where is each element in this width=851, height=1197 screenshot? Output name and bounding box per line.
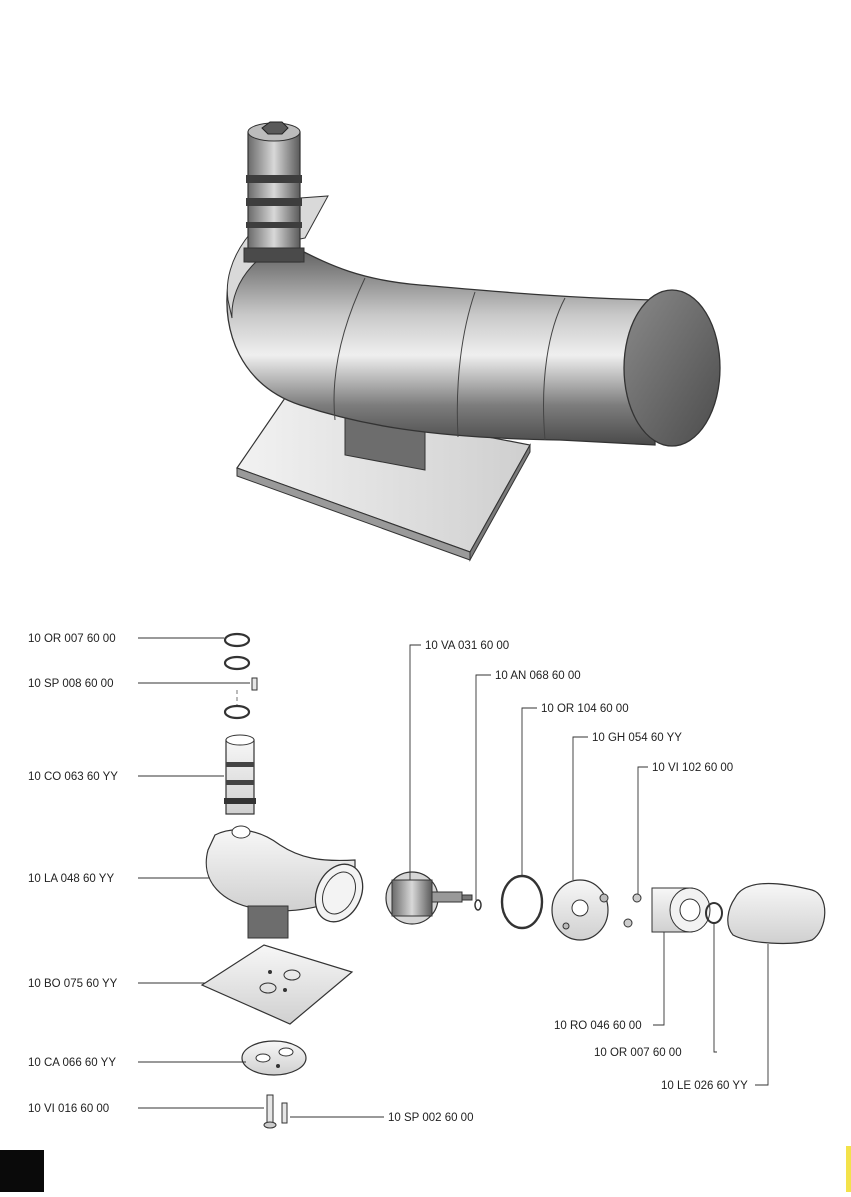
page-edge-mark bbox=[846, 1146, 851, 1192]
screw-vi102-lower bbox=[624, 919, 632, 927]
snap-ring bbox=[475, 900, 481, 910]
o-ring-second bbox=[225, 657, 249, 669]
label-or-007-bottom: 10 OR 007 60 00 bbox=[594, 1047, 682, 1059]
exploded-view bbox=[138, 634, 825, 1128]
screw-vi016 bbox=[264, 1095, 276, 1128]
lever-cap bbox=[728, 883, 825, 943]
label-bo-075: 10 BO 075 60 YY bbox=[28, 978, 118, 990]
end-cap bbox=[624, 290, 720, 446]
cartridge-stem bbox=[244, 122, 304, 262]
label-an-068: 10 AN 068 60 00 bbox=[495, 670, 581, 682]
label-vi-016: 10 VI 016 60 00 bbox=[28, 1103, 109, 1115]
valve-cartridge bbox=[386, 872, 472, 924]
page-corner-block bbox=[0, 1150, 44, 1192]
cartridge-exploded bbox=[224, 735, 256, 814]
label-vi-102: 10 VI 102 60 00 bbox=[652, 762, 733, 774]
base-plate-exploded bbox=[202, 945, 352, 1024]
label-ro-046: 10 RO 046 60 00 bbox=[554, 1020, 642, 1032]
assembled-faucet-render bbox=[227, 122, 720, 560]
guide-holder bbox=[552, 880, 608, 940]
label-or-007-top: 10 OR 007 60 00 bbox=[28, 633, 116, 645]
label-sp-008: 10 SP 008 60 00 bbox=[28, 678, 113, 690]
part-labels: 10 OR 007 60 00 10 SP 008 60 00 10 CO 06… bbox=[28, 633, 748, 1124]
label-la-048: 10 LA 048 60 YY bbox=[28, 873, 114, 885]
spout-body-exploded bbox=[206, 826, 371, 938]
label-or-104: 10 OR 104 60 00 bbox=[541, 703, 629, 715]
spring-pin-sp002 bbox=[282, 1103, 287, 1123]
spring-pin-small bbox=[252, 678, 257, 690]
clamp-disc bbox=[242, 1041, 306, 1075]
label-co-063: 10 CO 063 60 YY bbox=[28, 771, 118, 783]
label-ca-066: 10 CA 066 60 YY bbox=[28, 1057, 116, 1069]
o-ring-top bbox=[225, 634, 249, 646]
label-gh-054: 10 GH 054 60 YY bbox=[592, 732, 682, 744]
label-le-026: 10 LE 026 60 YY bbox=[661, 1080, 748, 1092]
label-sp-002: 10 SP 002 60 00 bbox=[388, 1112, 473, 1124]
o-ring-large bbox=[502, 876, 542, 928]
o-ring-third bbox=[225, 706, 249, 718]
screw-vi102-upper bbox=[633, 894, 641, 902]
label-va-031: 10 VA 031 60 00 bbox=[425, 640, 509, 652]
rosette-ring bbox=[652, 888, 710, 932]
